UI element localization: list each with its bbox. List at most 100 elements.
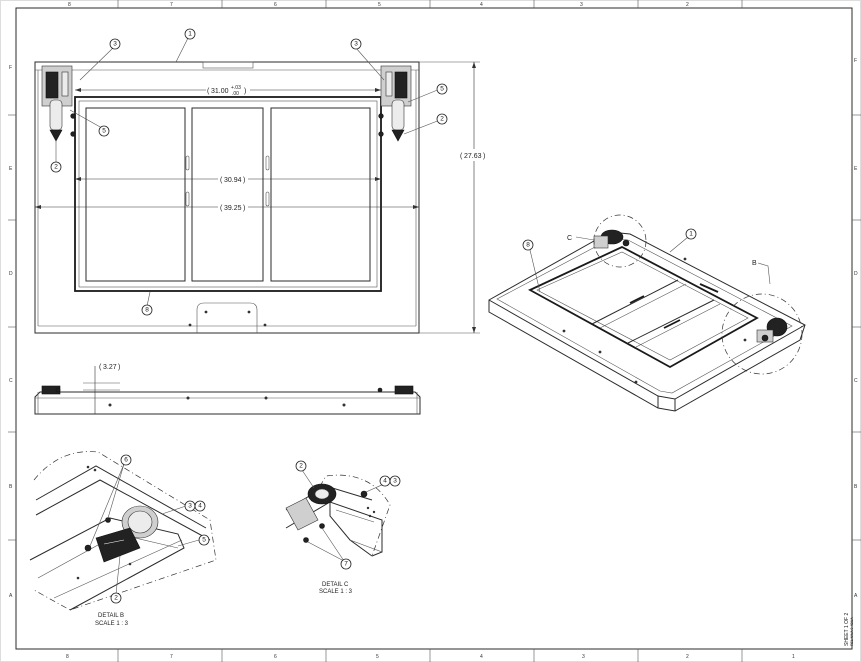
iso-inner-frame — [528, 245, 759, 369]
dim-top-width-tol-minus: .00 — [232, 91, 239, 97]
detail-c: 2 4 3 7 DETAIL C SCALE 1 : 3 — [285, 460, 401, 595]
dim-overall-width: 39.25 — [224, 205, 242, 212]
zone-row-b: B — [9, 484, 13, 490]
zone-row-f-r: F — [854, 58, 857, 64]
detail-b-balloon-6: 6 — [120, 454, 132, 466]
detail-c-balloon-4: 4 — [379, 475, 391, 487]
zone-col-6: 6 — [274, 2, 277, 8]
iso-hinge-c — [593, 229, 630, 249]
zone-col-2: 2 — [686, 2, 689, 8]
detail-c-title: DETAIL C — [322, 582, 349, 588]
zone-row-e-r: E — [854, 166, 858, 172]
plan-hinge-left — [41, 65, 73, 142]
balloon-8: 8 — [141, 304, 153, 316]
svg-text:7: 7 — [344, 561, 348, 568]
zone-col-7: 7 — [170, 2, 173, 8]
detail-b-scale: SCALE 1 : 3 — [95, 621, 129, 627]
plan-panel-center — [191, 107, 264, 282]
plan-panel-left — [85, 107, 186, 282]
svg-text:4: 4 — [383, 478, 387, 485]
svg-text:2: 2 — [114, 595, 118, 602]
svg-text:8: 8 — [145, 307, 149, 314]
svg-text:3: 3 — [188, 503, 192, 510]
detail-b-balloon-4: 4 — [194, 500, 206, 512]
zone-labels-top: 8 7 6 5 4 3 2 — [68, 2, 689, 8]
zone-col-1-b: 1 — [792, 654, 795, 660]
zone-labels-bottom: 8 7 6 5 4 3 2 1 — [66, 654, 795, 660]
svg-text:4: 4 — [198, 503, 202, 510]
plan-panel-right — [270, 107, 371, 282]
detail-b: 6 3 4 5 2 DETAIL B SCALE 1 : 3 — [29, 451, 217, 627]
detail-b-balloon-5: 5 — [198, 534, 210, 546]
detail-b-title: DETAIL B — [98, 613, 124, 619]
callout-b: B — [752, 260, 757, 267]
plan-view: ( 31.00 +.03 .00 ) ( 30.94 ) ( 39.25 ) (… — [34, 28, 490, 334]
svg-text:(: ( — [207, 88, 210, 95]
zone-col-3: 3 — [580, 2, 583, 8]
detail-c-balloon-3: 3 — [389, 475, 401, 487]
zone-col-8: 8 — [68, 2, 71, 8]
svg-text:): ) — [483, 153, 485, 160]
svg-text:(: ( — [99, 364, 102, 371]
balloon-2-left: 2 — [50, 161, 62, 173]
balloon-3-left: 3 — [109, 38, 121, 50]
svg-text:): ) — [244, 88, 246, 95]
svg-text:2: 2 — [299, 463, 303, 470]
zone-row-d-r: D — [854, 271, 858, 277]
svg-text:3: 3 — [113, 41, 117, 48]
svg-text:5: 5 — [440, 86, 444, 93]
zone-row-a-r: A — [854, 593, 858, 599]
svg-text:2: 2 — [54, 164, 58, 171]
zone-col-3-b: 3 — [582, 654, 585, 660]
zone-col-4-b: 4 — [480, 654, 483, 660]
svg-text:5: 5 — [202, 537, 206, 544]
zone-row-c-r: C — [854, 378, 858, 384]
zone-col-8-b: 8 — [66, 654, 69, 660]
plan-hinge-right — [380, 65, 412, 142]
balloon-2-right: 2 — [436, 113, 448, 125]
svg-text:): ) — [243, 177, 245, 184]
zone-labels-rows: F E D C B A F E D C B A — [9, 58, 858, 599]
callout-c: C — [567, 235, 572, 242]
zone-col-4: 4 — [480, 2, 483, 8]
svg-text:3: 3 — [354, 41, 358, 48]
plan-inner-frame — [74, 96, 382, 292]
svg-text:6: 6 — [124, 457, 128, 464]
sheet-sublabel: REL NWA 9-4BUA — [850, 617, 854, 646]
zone-col-5: 5 — [378, 2, 381, 8]
dim-side-height: 3.27 — [103, 364, 117, 371]
detail-b-circle — [721, 293, 803, 375]
side-outline — [34, 391, 421, 415]
dim-inner-width: 30.94 — [224, 177, 242, 184]
zone-row-b-r: B — [854, 484, 858, 490]
detail-c-circle — [593, 214, 647, 268]
svg-text:2: 2 — [440, 116, 444, 123]
balloon-5-left: 5 — [98, 125, 110, 137]
balloon-1: 1 — [184, 28, 196, 40]
plan-bottom-notch — [196, 302, 258, 333]
dim-overall-height: 27.63 — [464, 153, 482, 160]
sheet-label: SHEET 1 OF 2 — [844, 613, 850, 646]
svg-text:1: 1 — [188, 31, 192, 38]
svg-text:5: 5 — [102, 128, 106, 135]
dim-top-width-tol-plus: +.03 — [231, 85, 241, 91]
svg-text:): ) — [118, 364, 120, 371]
zone-row-a: A — [9, 593, 13, 599]
svg-text:1: 1 — [689, 231, 693, 238]
zone-row-f: F — [9, 65, 12, 71]
iso-balloon-1: 1 — [685, 228, 697, 240]
isometric-view: C B 8 1 — [488, 214, 806, 412]
svg-text:(: ( — [460, 153, 463, 160]
dim-top-width: 31.00 — [211, 88, 229, 95]
svg-text:(: ( — [220, 205, 223, 212]
iso-balloon-8: 8 — [522, 239, 534, 251]
detail-c-balloon-2: 2 — [295, 460, 307, 472]
detail-b-balloon-3: 3 — [184, 500, 196, 512]
zone-row-e: E — [9, 166, 13, 172]
balloon-3-right: 3 — [350, 38, 362, 50]
zone-row-c: C — [9, 378, 13, 384]
zone-row-d: D — [9, 271, 13, 277]
svg-text:): ) — [243, 205, 245, 212]
